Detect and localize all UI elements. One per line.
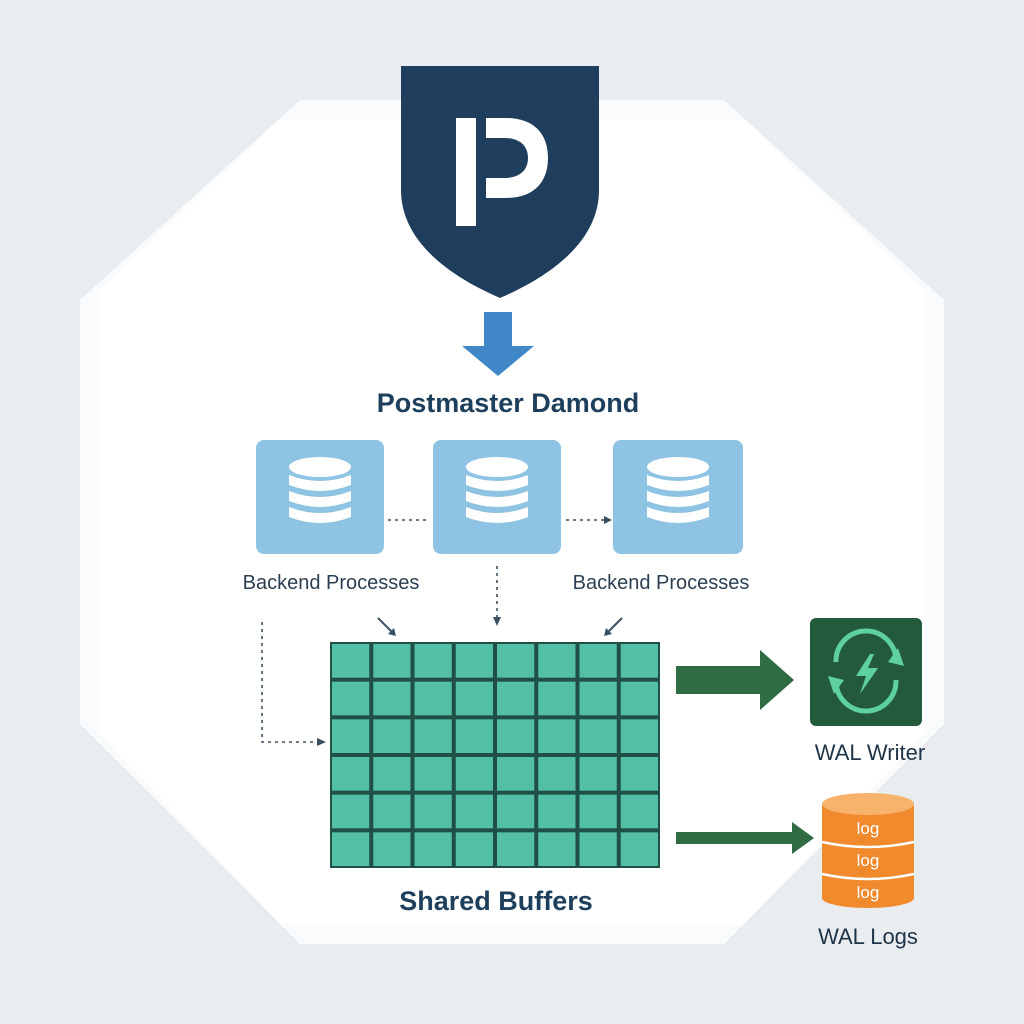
database-box-center	[433, 440, 561, 554]
buffer-cell	[579, 832, 617, 866]
buffer-cell	[332, 681, 370, 716]
buffer-cell	[332, 719, 370, 753]
buffer-cell	[497, 644, 535, 678]
buffer-cell	[579, 681, 617, 716]
wal-writer-label: WAL Writer	[814, 740, 926, 765]
buffer-cell	[373, 719, 411, 753]
buffer-cell	[538, 757, 576, 791]
buffer-cell	[620, 832, 658, 866]
arrow-to-wal-writer	[676, 650, 794, 710]
buffer-cell	[497, 681, 535, 716]
buffer-cell	[414, 832, 452, 866]
buffer-cell	[620, 719, 658, 753]
database-box-right	[613, 440, 743, 554]
arrow-to-wal-logs	[676, 822, 814, 854]
buffer-cell	[373, 681, 411, 716]
buffer-cell	[373, 794, 411, 829]
buffer-cell	[497, 719, 535, 753]
buffer-cell	[455, 757, 493, 791]
buffer-cell	[579, 757, 617, 791]
buffer-cell	[414, 681, 452, 716]
backend-processes-label-right: Backend Processes	[572, 572, 750, 594]
buffer-cell	[538, 644, 576, 678]
buffer-cell	[620, 644, 658, 678]
buffer-cell	[538, 794, 576, 829]
buffer-cell	[455, 719, 493, 753]
buffer-cell	[455, 794, 493, 829]
buffer-cell	[579, 644, 617, 678]
buffer-cell	[332, 757, 370, 791]
buffer-cell	[620, 757, 658, 791]
buffer-cell	[373, 832, 411, 866]
buffer-cell	[579, 719, 617, 753]
postmaster-title: Postmaster Damond	[376, 388, 640, 418]
database-box-left	[256, 440, 384, 554]
buffer-cell	[620, 681, 658, 716]
log-item: log	[857, 819, 880, 838]
buffer-cell	[373, 757, 411, 791]
buffer-cell	[373, 644, 411, 678]
buffer-cell	[497, 832, 535, 866]
buffer-cell	[414, 644, 452, 678]
buffer-cell	[414, 719, 452, 753]
wal-logs-label: WAL Logs	[818, 924, 918, 949]
buffer-cell	[455, 644, 493, 678]
buffer-cell	[620, 794, 658, 829]
buffer-cell	[538, 681, 576, 716]
buffer-cell	[455, 832, 493, 866]
log-item: log	[857, 883, 880, 902]
shared-buffers-label: Shared Buffers	[399, 886, 593, 916]
buffer-cell	[538, 832, 576, 866]
sync-lightning-icon	[828, 628, 904, 714]
log-item: log	[857, 851, 880, 870]
buffer-cell	[497, 757, 535, 791]
buffer-cell	[455, 681, 493, 716]
buffer-cell	[497, 794, 535, 829]
buffer-cell	[579, 794, 617, 829]
buffer-cell	[414, 794, 452, 829]
buffer-cell	[332, 794, 370, 829]
buffer-cell	[538, 719, 576, 753]
buffer-cell	[414, 757, 452, 791]
buffer-cell	[332, 832, 370, 866]
backend-processes-label-left: Backend Processes	[242, 572, 420, 594]
buffer-cell	[332, 644, 370, 678]
